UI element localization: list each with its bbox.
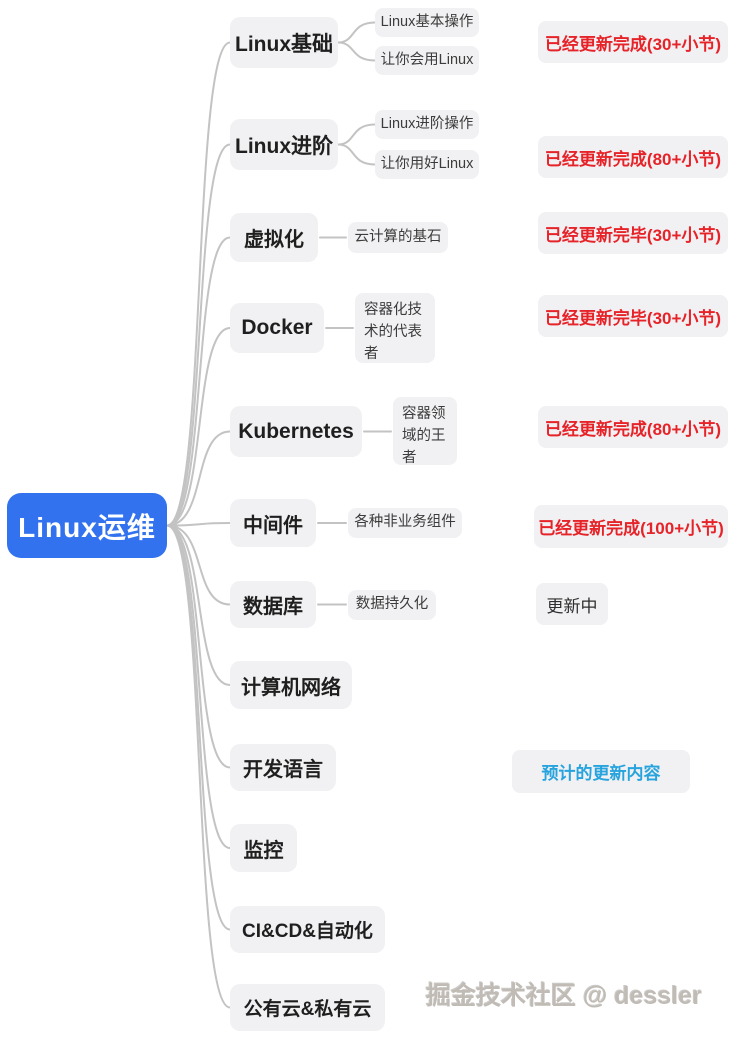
child-label: 容器领域的王者	[402, 406, 446, 466]
child-label: Linux进阶操作	[380, 115, 474, 132]
child-label: 让你用好Linux	[380, 155, 474, 172]
branch-label: 数据库	[243, 596, 303, 618]
branch-label: Kubernetes	[238, 419, 354, 443]
status-node: 已经更新完成(100+小节)	[534, 505, 728, 548]
child-label: Linux基本操作	[380, 13, 474, 30]
child-label: 云计算的基石	[354, 228, 442, 245]
status-label: 已经更新完成(100+小节)	[538, 519, 724, 538]
root-label: Linux运维	[18, 511, 156, 543]
status-node: 已经更新完毕(30+小节)	[538, 295, 728, 337]
branch-label: 计算机网络	[241, 676, 341, 699]
status-label: 已经更新完毕(30+小节)	[544, 308, 722, 328]
status-label: 已经更新完成(80+小节)	[544, 149, 722, 169]
branch-node-1: Linux进阶	[230, 119, 338, 170]
branch-node-11: 公有云&私有云	[230, 984, 385, 1031]
branch-label: 监控	[243, 839, 284, 862]
status-node: 预计的更新内容	[512, 750, 690, 793]
child-node: 让你用好Linux	[375, 150, 479, 179]
branch-node-9: 监控	[230, 824, 297, 872]
status-label: 预计的更新内容	[541, 764, 661, 783]
branch-node-4: Kubernetes	[230, 406, 362, 457]
branch-label: 开发语言	[243, 759, 323, 781]
branch-node-3: Docker	[230, 303, 324, 353]
branch-label: 公有云&私有云	[243, 999, 372, 1020]
child-node: 让你会用Linux	[375, 46, 479, 75]
status-node: 已经更新完成(80+小节)	[538, 136, 728, 178]
branch-node-10: CI&CD&自动化	[230, 906, 385, 953]
status-label: 已经更新完毕(30+小节)	[544, 225, 722, 245]
branch-label: 中间件	[243, 514, 303, 537]
child-node: 各种非业务组件	[348, 508, 462, 538]
watermark: 掘金技术社区 @ dessler	[426, 982, 702, 1010]
status-node: 更新中	[536, 583, 608, 625]
child-node: Linux基本操作	[375, 8, 479, 37]
child-label: 数据持久化	[355, 596, 429, 613]
child-node: 容器化技术的代表者	[355, 293, 435, 363]
child-node: Linux进阶操作	[375, 110, 479, 139]
branch-node-5: 中间件	[230, 499, 316, 547]
child-node: 数据持久化	[348, 590, 436, 620]
branch-node-8: 开发语言	[230, 744, 336, 791]
child-label: 各种非业务组件	[354, 514, 456, 531]
branch-label: Linux进阶	[235, 134, 333, 158]
status-node: 已经更新完毕(30+小节)	[538, 212, 728, 254]
child-label: 容器化技术的代表者	[364, 302, 422, 362]
child-label: 让你会用Linux	[380, 51, 474, 68]
branch-node-2: 虚拟化	[230, 213, 318, 262]
status-label: 更新中	[546, 596, 598, 616]
branch-label: Linux基础	[235, 32, 333, 56]
status-label: 已经更新完成(80+小节)	[544, 419, 722, 439]
status-node: 已经更新完成(30+小节)	[538, 21, 728, 63]
branch-node-7: 计算机网络	[230, 661, 352, 709]
root-node: Linux运维	[7, 493, 167, 558]
child-node: 容器领域的王者	[393, 397, 457, 466]
child-node: 云计算的基石	[348, 222, 448, 253]
status-label: 已经更新完成(30+小节)	[544, 34, 722, 54]
branch-node-0: Linux基础	[230, 17, 338, 68]
branch-node-6: 数据库	[230, 581, 316, 628]
branch-label: Docker	[241, 316, 313, 339]
branch-label: CI&CD&自动化	[242, 921, 373, 942]
status-node: 已经更新完成(80+小节)	[538, 406, 728, 448]
branch-label: 虚拟化	[244, 229, 304, 251]
